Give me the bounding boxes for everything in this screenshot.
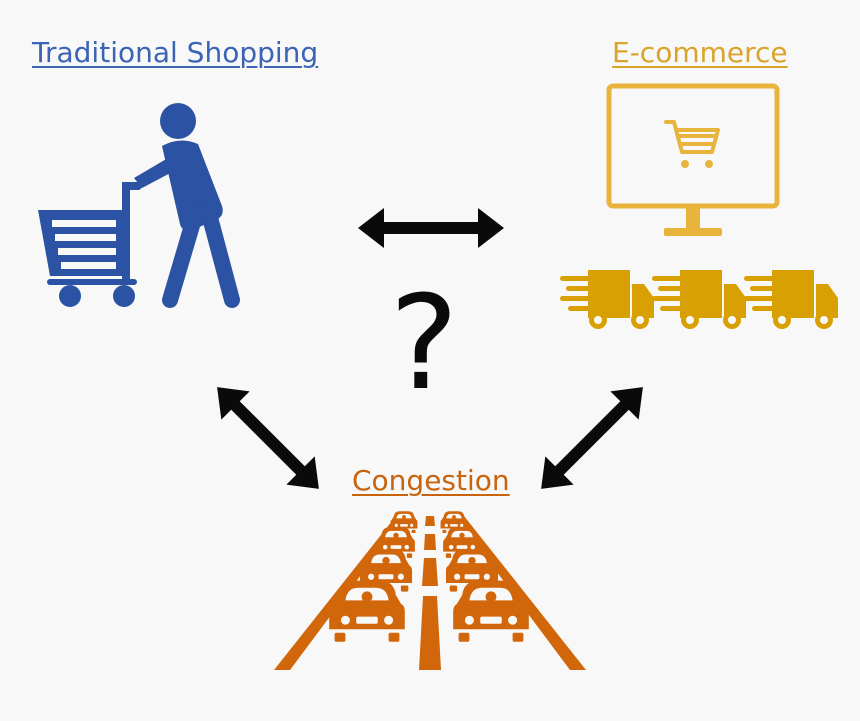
monitor-with-cart-icon bbox=[606, 83, 780, 236]
delivery-truck-icon bbox=[560, 270, 654, 329]
double-arrow-horizontal bbox=[358, 208, 504, 248]
delivery-truck-icon bbox=[652, 270, 746, 329]
delivery-truck-icon bbox=[744, 270, 838, 329]
traditional-shopping-label: Traditional Shopping bbox=[32, 36, 319, 69]
double-arrow-right-diagonal bbox=[541, 387, 643, 489]
traffic-jam-road-icon bbox=[274, 511, 586, 670]
person-with-shopping-cart-icon bbox=[38, 103, 240, 308]
double-arrow-left-diagonal bbox=[217, 387, 319, 489]
delivery-trucks bbox=[560, 270, 838, 329]
ecommerce-label: E-commerce bbox=[612, 36, 788, 69]
question-mark: ? bbox=[390, 267, 459, 419]
congestion-label: Congestion bbox=[352, 464, 510, 497]
